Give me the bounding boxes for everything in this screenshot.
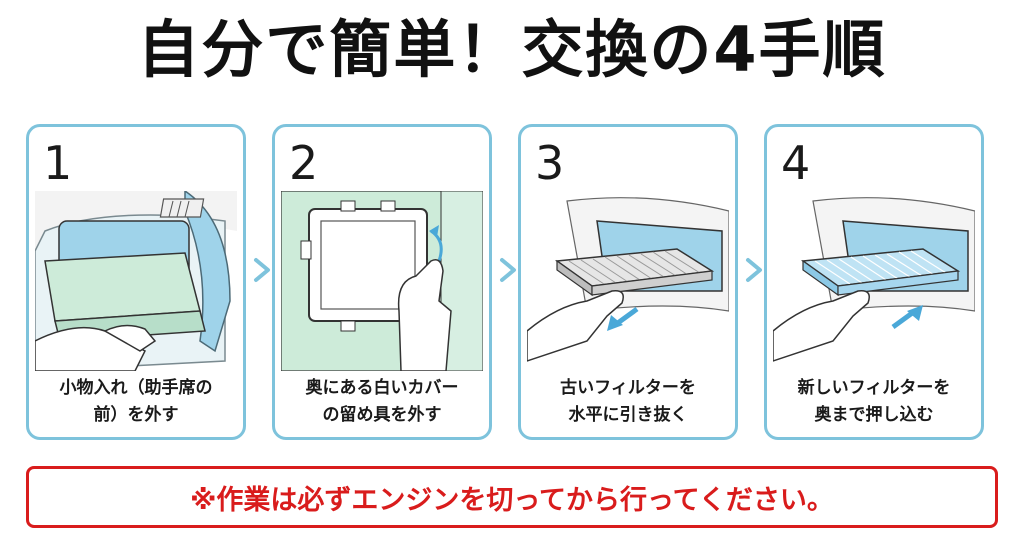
step-number: 2 xyxy=(289,136,319,190)
step-card-3: 3 古いフィルターを 水平に引き抜く xyxy=(518,124,738,440)
chevron-right-icon xyxy=(500,258,516,282)
chevron-right-icon xyxy=(746,258,762,282)
chevron-right-icon xyxy=(254,258,270,282)
glovebox-removal-illustration xyxy=(35,191,237,371)
step-card-1: 1 小物入れ（助手席の 前）を外す xyxy=(26,124,246,440)
step-caption: 新しいフィルターを 奥まで押し込む xyxy=(797,378,951,425)
page-title: 自分で簡単！交換の4手順 xyxy=(137,13,887,86)
step-number: 3 xyxy=(535,136,565,190)
step-card-4: 4 新しいフィルターを 奥まで押し込む xyxy=(764,124,984,440)
step-caption: 古いフィルターを 水平に引き抜く xyxy=(560,378,696,425)
step-caption: 小物入れ（助手席の 前）を外す xyxy=(59,378,213,425)
step-caption: 奥にある白いカバー の留め具を外す xyxy=(305,378,459,425)
warning-banner: ※作業は必ずエンジンを切ってから行ってください。 xyxy=(26,466,998,528)
step-card-2: 2 奥にある白いカバー の留め具を外す xyxy=(272,124,492,440)
step-number: 1 xyxy=(43,136,73,190)
push-filter-illustration xyxy=(773,197,975,362)
step-number: 4 xyxy=(781,136,811,190)
pull-filter-illustration xyxy=(527,197,729,362)
cover-clip-illustration xyxy=(281,191,483,371)
